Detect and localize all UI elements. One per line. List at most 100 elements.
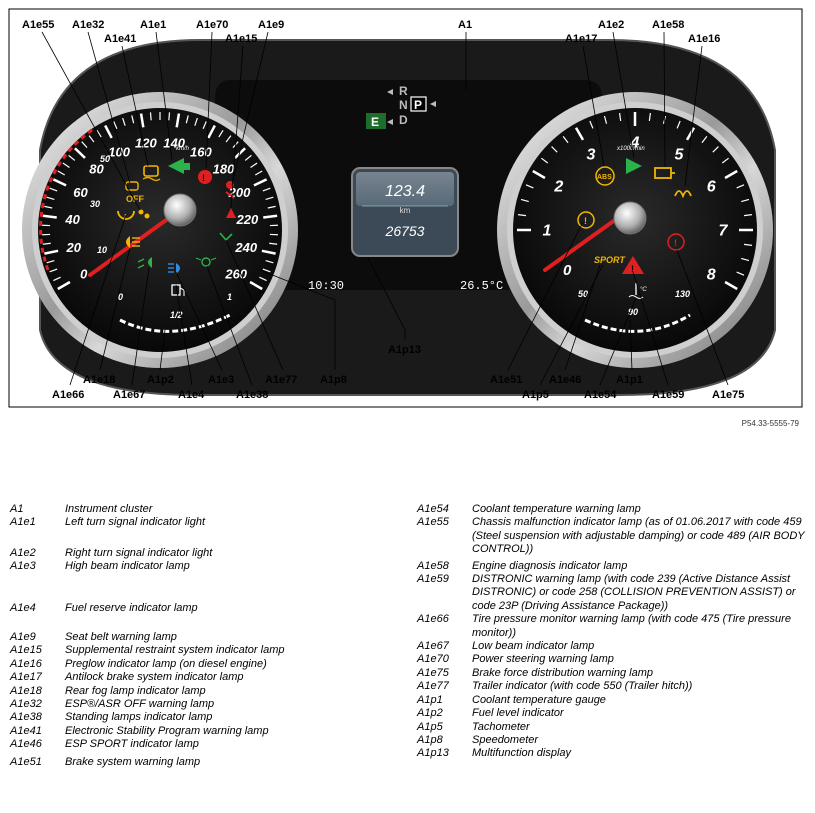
legend-code: A1e75 <box>417 666 449 679</box>
callout-a1e67: A1e67 <box>113 389 145 401</box>
callout-a1e51: A1e51 <box>490 374 522 386</box>
speed-label-6: 120 <box>135 136 157 151</box>
legend-description: Seat belt warning lamp <box>65 631 177 644</box>
callout-lines <box>41 31 729 386</box>
legend-code: A1 <box>10 503 24 515</box>
legend-code: A1e58 <box>417 559 449 572</box>
gear-p: P <box>414 98 422 112</box>
callout-a1p2: A1p2 <box>147 374 174 386</box>
speed-minor-label: 30 <box>90 199 100 209</box>
gear-pointer-icon <box>430 101 436 107</box>
legend-description: Tachometer <box>472 720 530 733</box>
legend-code: A1e2 <box>10 546 36 559</box>
legend-description: Brake system warning lamp <box>65 755 201 768</box>
legend-description: Rear fog lamp indicator lamp <box>65 684 206 697</box>
gear-d: D <box>399 113 408 127</box>
legend-code: A1e18 <box>10 684 42 697</box>
dial-tick <box>574 127 585 141</box>
speed-label-10: 200 <box>228 185 251 200</box>
rpm-label-7: 8 <box>707 267 716 284</box>
callout-a1e58: A1e58 <box>652 19 684 31</box>
rpm-label-6: 7 <box>719 223 729 240</box>
mfd-trip: 123.4 <box>385 183 425 200</box>
rpm-label-3: 4 <box>630 135 640 152</box>
legend-description: Coolant temperature gauge <box>472 693 606 706</box>
dial-tick <box>254 170 263 176</box>
dial-tick <box>88 135 95 143</box>
rpm-label-5: 6 <box>707 179 716 196</box>
callout-a1e16: A1e16 <box>688 33 720 45</box>
dial-tick <box>532 169 546 180</box>
callout-a1e4: A1e4 <box>178 389 205 401</box>
dial-tick <box>42 242 51 245</box>
coolant-gauge-scale <box>584 313 691 333</box>
legend-description: Fuel level indicator <box>472 707 564 720</box>
preglow-indicator-icon <box>674 190 692 199</box>
mfd-odometer: 26753 <box>385 223 425 239</box>
dial-tick <box>676 120 681 129</box>
legend-row: A1e18 Rear fog lamp indicator lamp <box>10 685 405 698</box>
dial-tick <box>741 257 750 262</box>
speed-label-1: 20 <box>66 240 82 255</box>
dial-tick <box>743 243 753 246</box>
svg-text:!: ! <box>584 216 587 226</box>
esp-warning-icon <box>142 165 161 182</box>
svg-text:!: ! <box>631 264 634 274</box>
dial-tick <box>139 113 145 128</box>
dial-tick <box>122 117 126 126</box>
legend-code: A1e41 <box>10 724 42 737</box>
dial-tick <box>42 214 57 219</box>
callout-a1p1: A1p1 <box>616 374 643 386</box>
dial-tick <box>736 271 745 276</box>
legend-code: A1e77 <box>417 680 449 693</box>
engine-diagnosis-icon <box>654 167 675 179</box>
legend-description: DISTRONIC warning lamp (with code 239 (A… <box>472 573 796 612</box>
callout-a1e46: A1e46 <box>549 374 581 386</box>
speed-label-2: 40 <box>64 212 80 227</box>
legend-code: A1p5 <box>417 720 443 733</box>
svg-text:°C: °C <box>640 287 647 293</box>
speedometer-face <box>38 108 282 352</box>
legend-description: Engine diagnosis indicator lamp <box>472 559 628 572</box>
dial-tick <box>49 268 58 273</box>
dial-tick <box>736 184 745 189</box>
dial-tick <box>603 115 608 124</box>
dial-tick <box>551 146 558 153</box>
srs-indicator-icon <box>226 208 236 218</box>
legend-code: A1e54 <box>417 503 449 515</box>
callout-a1e15: A1e15 <box>225 33 257 45</box>
speed-label-13: 260 <box>224 267 247 282</box>
dial-tick <box>53 276 61 282</box>
rpm-label-2: 3 <box>587 146 596 163</box>
dial-tick <box>225 135 232 143</box>
legend-description: High beam indicator lamp <box>65 560 190 573</box>
dial-tick <box>218 129 224 138</box>
gear-n: N <box>399 98 408 112</box>
dial-tick <box>253 178 268 187</box>
fuel-label-half: 1/2 <box>170 310 183 320</box>
svg-text:!: ! <box>202 173 205 183</box>
callout-a1e9: A1e9 <box>258 19 284 31</box>
legend-code: A1e67 <box>417 640 449 653</box>
callout-a1e55: A1e55 <box>22 19 54 31</box>
left-turn-signal-icon <box>168 158 190 174</box>
dial-tick <box>619 112 622 122</box>
legend-code: A1e70 <box>417 653 449 666</box>
callout-a1e18: A1e18 <box>83 374 115 386</box>
legend-code: A1e66 <box>417 613 449 626</box>
speed-minor-label: 50 <box>100 154 110 164</box>
tachometer-needle <box>543 218 617 272</box>
